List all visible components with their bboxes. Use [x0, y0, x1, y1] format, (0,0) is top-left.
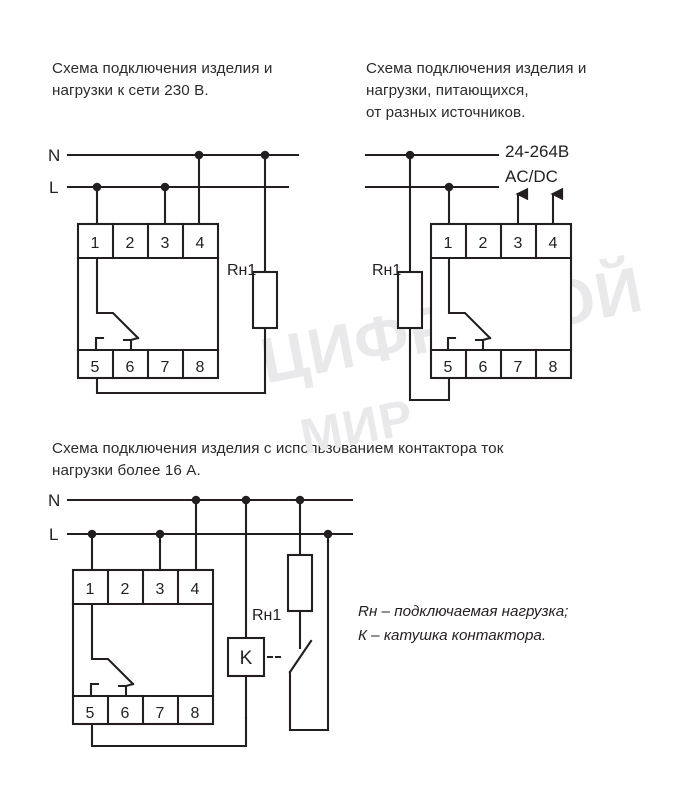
d1-terminal-4: 4: [196, 235, 205, 252]
d2-terminal-4: 4: [549, 235, 558, 252]
d2-supply-label-line2: AC/DC: [505, 167, 558, 186]
d1-terminal-8: 8: [196, 359, 205, 376]
d3-terminal-7: 7: [156, 705, 165, 722]
diagram-2-caption: Схема подключения изделия и нагрузки, пи…: [366, 60, 587, 121]
d2-dot-l-t1: [444, 182, 454, 192]
d2-load-label: Rн1: [372, 262, 401, 279]
d1-label-n: N: [48, 146, 60, 165]
diagram-text-labels: N L 1 2 3 4 5 6 7 8 Rн1 1 2 3 4 5 6 7 8 …: [48, 142, 569, 722]
d2-dot-n-load: [405, 150, 415, 160]
d3-terminal-5: 5: [86, 705, 95, 722]
d3-relay-contact-nc: [89, 682, 100, 693]
d2-return-wire: [408, 376, 451, 402]
diagram-1-caption: Схема подключения изделия и нагрузки к с…: [52, 60, 273, 99]
diagram-3-caption: Схема подключения изделия с использовани…: [52, 440, 504, 479]
d3-terminal-1: 1: [86, 581, 95, 598]
diagram-1-graphics: [66, 153, 300, 395]
d1-terminal-6: 6: [126, 359, 135, 376]
d1-terminal-3: 3: [161, 235, 170, 252]
d2-terminal-2: 2: [479, 235, 488, 252]
d3-terminal-4: 4: [191, 581, 200, 598]
d3-terminal-2: 2: [121, 581, 130, 598]
d3-dot-l-t3: [155, 529, 165, 539]
d3-return-wire: [90, 716, 248, 748]
d1-load-label: Rн1: [227, 262, 256, 279]
diagram-2-graphics: [364, 153, 573, 402]
d2-relay-tip: [481, 336, 492, 342]
d2-terminal-5: 5: [444, 359, 453, 376]
d3-dot-l-contact: [323, 529, 333, 539]
legend-text: Rн – подключаемая нагрузка; К – катушка …: [358, 603, 569, 644]
d2-supply-label-line1: 24-264В: [505, 142, 569, 161]
d3-dot-l-t1: [87, 529, 97, 539]
d3-relay-armature: [90, 602, 135, 686]
d3-label-l: L: [49, 525, 58, 544]
d1-dot-l-t3: [160, 182, 170, 192]
d1-terminal-2: 2: [126, 235, 135, 252]
d1-dot-n-load: [260, 150, 270, 160]
d2-relay-contact-nc: [446, 336, 457, 347]
d1-terminal-5: 5: [91, 359, 100, 376]
d1-dot-n-t4: [194, 150, 204, 160]
d1-load-resistor: [251, 270, 279, 330]
d3-contact-blade: [288, 639, 313, 674]
d3-contactor-coil-box: [226, 636, 266, 678]
junction-dots: [87, 150, 454, 539]
d2-load-resistor: [396, 270, 424, 330]
d2-terminal-7: 7: [514, 359, 523, 376]
d1-relay-tip: [129, 336, 140, 342]
d1-terminal-7: 7: [161, 359, 170, 376]
d3-terminal-3: 3: [156, 581, 165, 598]
d1-label-l: L: [49, 178, 58, 197]
d1-dot-l-t1: [92, 182, 102, 192]
d2-terminal-6: 6: [479, 359, 488, 376]
d3-load-label: Rн1: [252, 607, 281, 624]
d3-label-n: N: [48, 491, 60, 510]
d3-coil-label: K: [240, 648, 253, 669]
d3-dot-n-coil: [241, 495, 251, 505]
d2-relay-armature: [447, 256, 492, 340]
d3-terminal-6: 6: [121, 705, 130, 722]
d3-load-resistor: [286, 553, 314, 613]
d1-relay-armature: [95, 256, 140, 340]
d2-terminal-3: 3: [514, 235, 523, 252]
d3-terminal-8: 8: [191, 705, 200, 722]
d2-terminal-8: 8: [549, 359, 558, 376]
d2-terminal-1: 1: [444, 235, 453, 252]
d1-relay-contact-nc: [94, 336, 105, 347]
d1-return-wire: [95, 376, 267, 395]
d3-dot-n-t4: [191, 495, 201, 505]
d1-terminal-1: 1: [91, 235, 100, 252]
d3-relay-tip: [124, 682, 135, 688]
diagram-3-graphics: [66, 498, 354, 748]
d3-dot-n-load: [295, 495, 305, 505]
